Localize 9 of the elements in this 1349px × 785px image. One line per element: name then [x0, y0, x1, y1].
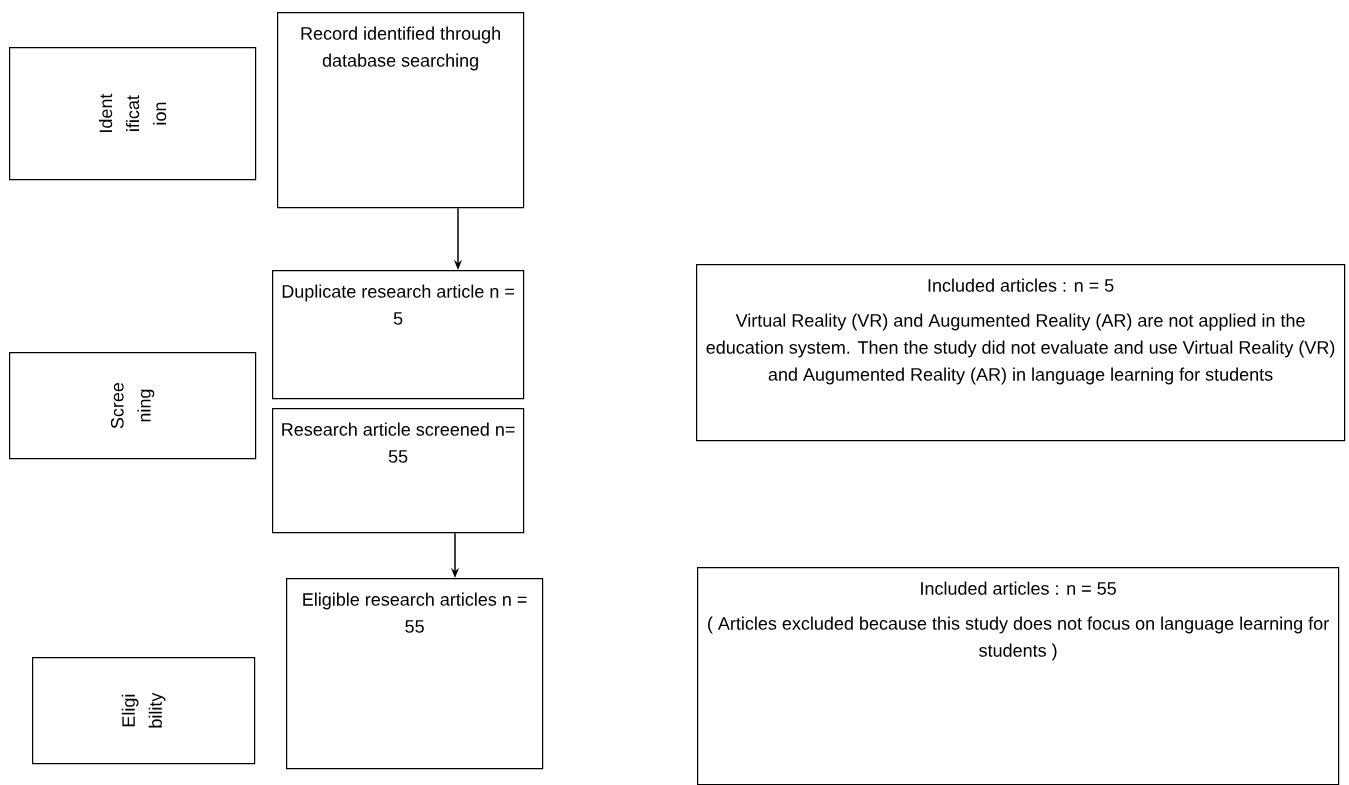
process-box: Included articles : n = 55 ( Articles excluded because this study does not focus on language learning for students )	[697, 567, 1340, 785]
process-box: Included articles : n = 5 Virtual Reality (VR) and Augumented Reality (AR) are not applied in the education system. Then the study did not evaluate and use Virtual Reality (VR) and Augumented Reality (AR) in language learning for students	[696, 264, 1346, 442]
stage-label-box: Eligi bility	[32, 657, 256, 765]
stage-label-box: Scree ning	[9, 352, 257, 460]
process-box: Eligible research articles n = 55	[286, 578, 544, 770]
process-box: Research article screened n= 55	[272, 408, 525, 534]
process-box: Record identified through database searching	[277, 12, 525, 209]
stage-label-box: Ident ificat ion	[9, 47, 257, 181]
process-box: Duplicate research article n = 5	[272, 270, 525, 400]
